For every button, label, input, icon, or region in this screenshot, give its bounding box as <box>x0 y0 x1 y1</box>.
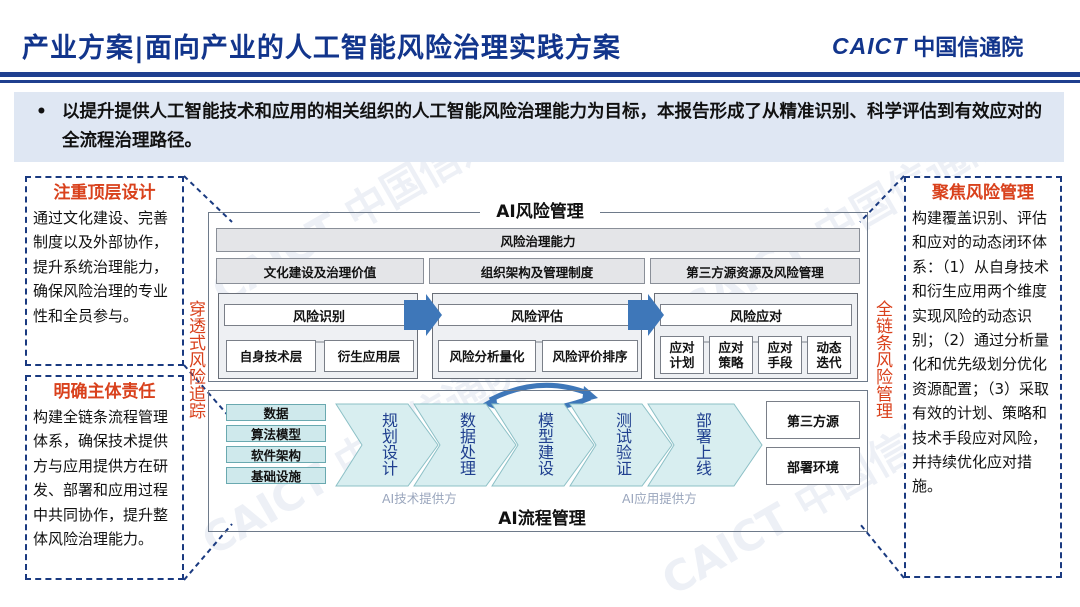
ai-process-management-header: AI流程管理 <box>482 504 602 529</box>
top-level-design-box: 注重顶层设计 通过文化建设、完善制度以及外部协作，提升系统治理能力，确保风险治理… <box>25 176 184 366</box>
header-divider-thin <box>0 80 1080 83</box>
logo-en: CAICT <box>832 32 908 59</box>
third-party-source: 第三方源 <box>766 401 860 439</box>
risk-management-focus-box: 聚焦风险管理 构建覆盖识别、评估和应对的动态闭环体系：（1）从自身技术和衍生应用… <box>904 176 1062 578</box>
phase-identification-title: 风险识别 <box>224 304 414 326</box>
app-provider-label: AI应用提供方 <box>622 491 697 506</box>
risk-management-focus-title: 聚焦风险管理 <box>932 183 1034 203</box>
penetrating-risk-tracking-label: 穿透式风险追踪 <box>185 300 205 419</box>
responsibility-body: 构建全链条流程管理体系，确保技术提供方与应用提供方在研发、部署和应用过程中共同协… <box>33 408 169 549</box>
tech-provider-label: AI技术提供方 <box>382 491 457 506</box>
pillar-organization: 组织架构及管理制度 <box>429 258 645 284</box>
stack-infrastructure: 基础设施 <box>226 467 326 484</box>
stack-data: 数据 <box>226 404 326 421</box>
caict-logo: CAICT 中国信通院 <box>832 30 1023 62</box>
stack-model: 算法模型 <box>226 425 326 442</box>
identification-item: 衍生应用层 <box>324 340 414 372</box>
assessment-item: 风险评价排序 <box>542 340 638 372</box>
stage-data-processing: 数据处理 <box>457 412 476 476</box>
stage-deployment: 部署上线 <box>693 412 712 476</box>
logo-cn: 中国信通院 <box>913 36 1024 61</box>
response-item: 应对 手段 <box>758 336 802 374</box>
assessment-item: 风险分析量化 <box>438 340 536 372</box>
responsibility-box: 明确主体责任 构建全链条流程管理体系，确保技术提供方与应用提供方在研发、部署和应… <box>25 375 184 580</box>
ai-process-management-frame <box>208 390 868 532</box>
stage-model-building: 模型建设 <box>535 412 554 476</box>
identification-item: 自身技术层 <box>226 340 316 372</box>
top-level-design-body: 通过文化建设、完善制度以及外部协作，提升系统治理能力，确保风险治理的专业性和全员… <box>33 209 169 325</box>
response-item: 应对 计划 <box>660 336 704 374</box>
intro-banner: • 以提升提供人工智能技术和应用的相关组织的人工智能风险治理能力为目标，本报告形… <box>14 92 1064 162</box>
pillar-third-party: 第三方源资源及风险管理 <box>650 258 860 284</box>
stack-software: 软件架构 <box>226 446 326 463</box>
risk-governance-capability: 风险治理能力 <box>216 228 860 252</box>
stage-planning: 规划设计 <box>379 412 398 476</box>
responsibility-title: 明确主体责任 <box>53 382 156 402</box>
intro-text: 以提升提供人工智能技术和应用的相关组织的人工智能风险治理能力为目标，本报告形成了… <box>62 102 1042 151</box>
phase-response-title: 风险应对 <box>660 304 852 326</box>
phase-assessment-title: 风险评估 <box>438 304 636 326</box>
response-item: 应对 策略 <box>709 336 753 374</box>
top-level-design-title: 注重顶层设计 <box>53 183 156 203</box>
stage-testing: 测试验证 <box>613 412 632 476</box>
risk-management-focus-body: 构建覆盖识别、评估和应对的动态闭环体系：（1）从自身技术和衍生应用两个维度实现风… <box>912 209 1050 496</box>
ai-risk-management-header: AI风险管理 <box>480 197 600 222</box>
bullet-icon: • <box>36 102 47 122</box>
response-item: 动态 迭代 <box>807 336 851 374</box>
pillar-culture: 文化建设及治理价值 <box>216 258 424 284</box>
deployment-environment: 部署环境 <box>766 447 860 485</box>
page-title: 产业方案|面向产业的人工智能风险治理实践方案 <box>22 33 621 64</box>
full-chain-risk-management-label: 全链条风险管理 <box>872 300 892 419</box>
header-divider <box>0 72 1080 77</box>
